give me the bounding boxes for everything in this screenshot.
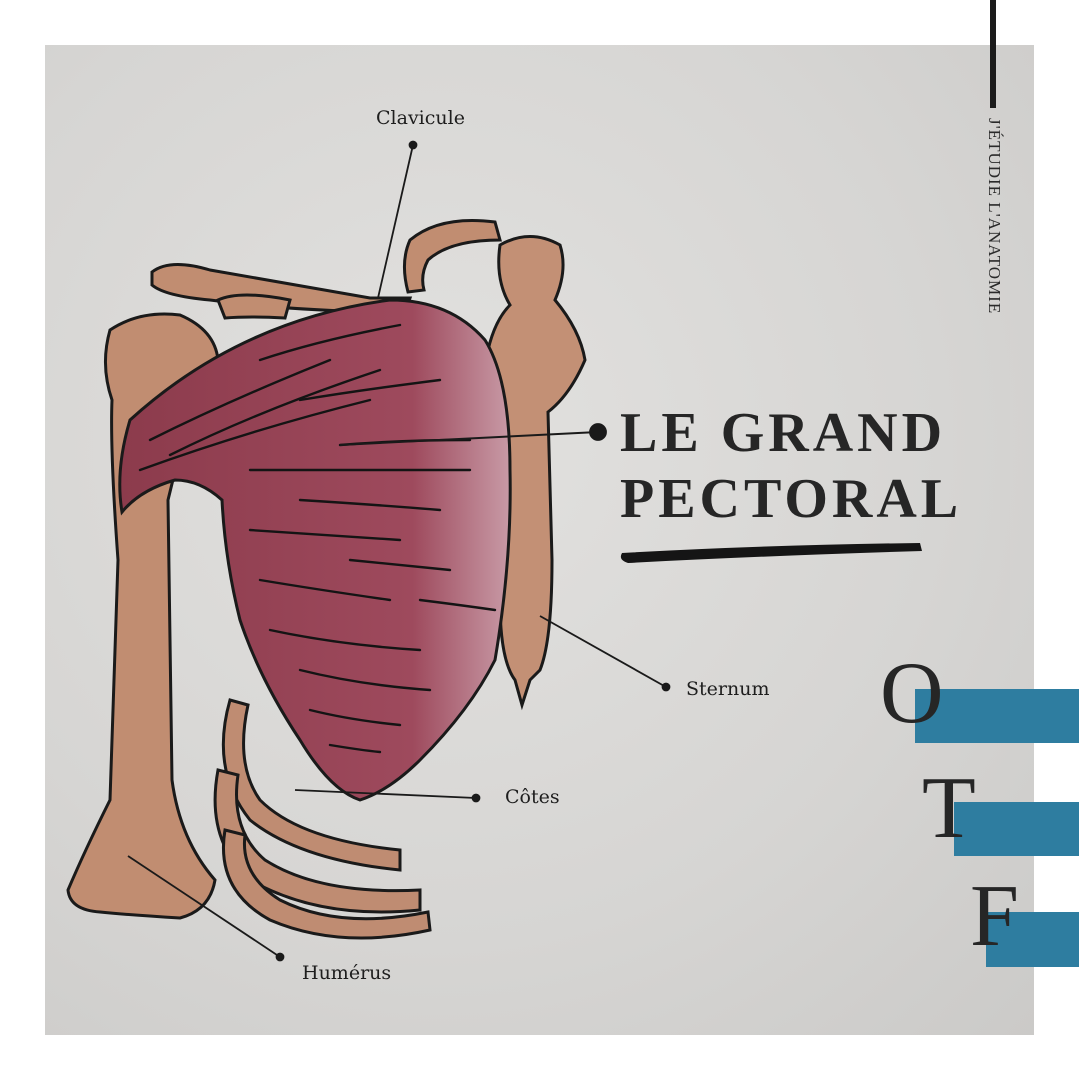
vertical-accent-bar — [990, 0, 996, 108]
pectoral-muscle-drawing — [118, 298, 512, 802]
side-caption: J'ÉTUDIE L'ANATOMIE — [985, 118, 1004, 315]
logo-letter-f: F — [970, 868, 1019, 965]
ribs-drawing — [213, 698, 432, 940]
clavicule-label: Clavicule — [376, 107, 465, 129]
logo-letter-o: O — [880, 645, 944, 742]
humerus-label: Humérus — [302, 962, 392, 984]
title-line-2: PECTORAL — [620, 468, 963, 530]
accent-block-2 — [954, 802, 1079, 856]
page-title: LE GRAND PECTORAL — [620, 400, 962, 532]
logo-letter-t: T — [922, 760, 976, 857]
accent-block-3 — [986, 912, 1079, 967]
sternum-drawing — [486, 235, 587, 711]
title-line-1: LE GRAND — [620, 402, 947, 464]
sternum-label: Sternum — [686, 678, 770, 700]
brush-underline — [620, 543, 922, 563]
accent-block-1 — [915, 689, 1079, 743]
leader-lines — [127, 140, 671, 962]
clavicle-drawing — [150, 218, 502, 320]
humerus-drawing — [66, 312, 220, 920]
cotes-label: Côtes — [505, 786, 560, 808]
